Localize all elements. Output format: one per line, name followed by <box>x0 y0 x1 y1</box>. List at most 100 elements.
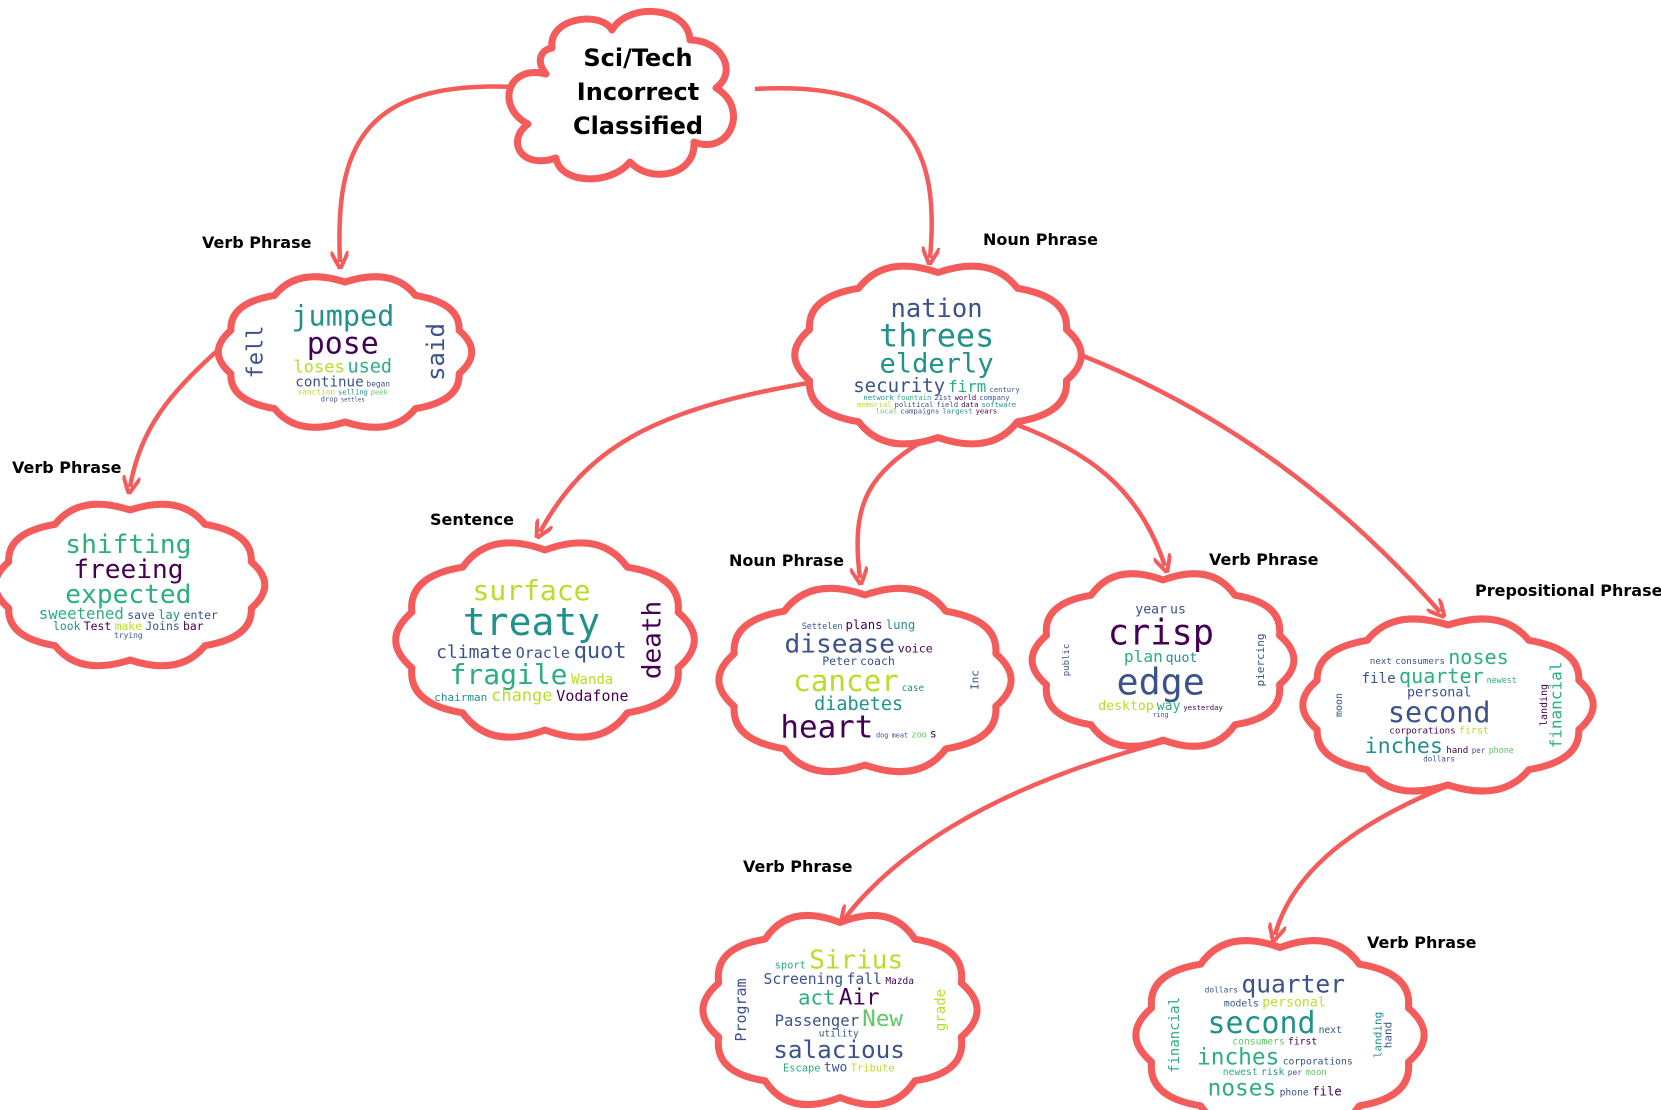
cloud-word: heart <box>780 710 873 746</box>
cloud-word: first <box>1288 1036 1317 1047</box>
cloud-word: inches <box>1197 1045 1279 1071</box>
cloud-word: corporations <box>1389 726 1455 737</box>
cloud-word: New <box>862 1006 903 1032</box>
cloud-word: campaigns <box>900 407 939 416</box>
cloud-word: enter <box>184 608 218 622</box>
cloud-word: crisp <box>1108 613 1214 654</box>
cloud-word: Mazda <box>885 976 914 987</box>
cloud-word: financial <box>1167 997 1183 1073</box>
cloud-word: largest <box>942 407 972 416</box>
cloud-word: fall <box>847 971 882 988</box>
cloud-outline <box>715 584 1015 776</box>
node-labels: Verb Phrase Verb Phrase Noun Phrase Sent… <box>12 230 1661 952</box>
cloud-word: security <box>853 374 945 397</box>
cloud-word: lay <box>158 608 180 622</box>
cloud-word: began <box>367 380 390 389</box>
cloud-word: two <box>824 1061 847 1076</box>
edge-root-to-verb-phrase <box>339 84 516 262</box>
cloud-word: world <box>955 393 977 402</box>
cloud-word: Passenger <box>775 1012 860 1030</box>
cloud-word: per <box>1288 1068 1303 1077</box>
edge-verb-phrase-to-verb-phrase <box>130 348 220 487</box>
cloud-word: quot <box>574 639 627 664</box>
cloud-word: plan <box>1124 647 1163 666</box>
cloud-word: personal <box>1262 995 1326 1010</box>
cloud-word: Test <box>84 619 111 633</box>
cloud-word: dollars <box>1205 986 1238 995</box>
cloud-word: us <box>1170 603 1186 618</box>
label-vp1: Verb Phrase <box>202 233 312 252</box>
cloud-word: political <box>895 400 934 409</box>
cloud-word: quarter <box>1241 970 1345 999</box>
cloud-word: noses <box>1208 1075 1277 1101</box>
edge-noun-phrase-to-prepositional-phrase <box>1059 344 1440 612</box>
cloud-word: jumped <box>291 299 394 332</box>
cloud-word: dog <box>876 732 888 740</box>
cloud-word: next <box>1319 1025 1342 1036</box>
cloud-word: consumers <box>1232 1036 1285 1047</box>
root-cloud: Sci/Tech Incorrect Classified <box>505 8 737 183</box>
cloud-word: utility <box>819 1029 859 1040</box>
cloud-word: company <box>979 393 1010 402</box>
cloud-word: quot <box>1166 651 1198 666</box>
cloud-word: first <box>1459 726 1489 737</box>
cloud-word: cancer <box>793 664 899 698</box>
cloud-word: newest <box>1487 675 1517 685</box>
root-title-line-2: Incorrect <box>577 78 699 106</box>
cloud-outline <box>0 500 269 670</box>
label-vp3: Verb Phrase <box>1209 550 1319 569</box>
cloud-outline <box>1132 937 1428 1110</box>
cloud-word: Vodafone <box>556 687 628 705</box>
cloud-word: voice <box>898 642 933 656</box>
label-np2: Noun Phrase <box>729 551 844 570</box>
cloud-word: look <box>53 619 81 633</box>
label-sentence: Sentence <box>430 510 514 529</box>
cloud-word: field <box>936 400 958 409</box>
cloud-word: file <box>1312 1084 1342 1098</box>
cloud-word: freeing <box>73 555 183 585</box>
cloud-word: financial <box>1547 662 1566 749</box>
edge-noun-phrase-to-noun-phrase <box>858 430 940 578</box>
cloud-word: Tribute <box>851 1063 895 1075</box>
edge-noun-phrase-to-sentence <box>540 380 809 532</box>
cloud-word: plans <box>846 618 883 632</box>
cloud-word: inches <box>1365 734 1443 759</box>
cloud-word: 21st <box>934 393 951 402</box>
cloud-word: firm <box>948 377 986 396</box>
cloud-word: risk <box>1261 1067 1284 1078</box>
cloud-word: yesterday <box>1183 703 1223 712</box>
edge-verb-phrase-to-verb-phrase-lower <box>845 739 1164 918</box>
cloud-word: surface <box>473 574 591 607</box>
cloud-word: landing <box>1372 1012 1385 1058</box>
edge-prepositional-phrase-to-verb-phrase <box>1275 784 1446 935</box>
cloud-word: piercing <box>1254 634 1267 687</box>
cloud-word: noses <box>1448 645 1509 669</box>
label-np1: Noun Phrase <box>983 230 1098 249</box>
root-title-line-3: Classified <box>573 112 703 140</box>
cloud-word: software <box>982 400 1017 409</box>
cloud-outline <box>214 273 476 431</box>
cloud-word: data <box>961 400 978 409</box>
cloud-word: network <box>863 393 894 402</box>
cloud-word: loses <box>293 358 344 378</box>
cloud-word: act <box>798 986 836 1010</box>
cloud-word: continue <box>295 375 363 391</box>
cloud-word: drop <box>321 395 338 404</box>
cloud-word: Settelen <box>802 622 843 632</box>
cloud-word: century <box>990 385 1021 394</box>
cloud-word: landing <box>1539 684 1550 726</box>
cloud-word: expected <box>65 580 191 610</box>
cloud-word: phone <box>1489 745 1514 755</box>
cloud-word: peek <box>371 388 389 397</box>
cloud-word: corporations <box>1283 1057 1353 1068</box>
cloud-word: selling <box>338 388 368 397</box>
cloud-word: dollars <box>1423 755 1455 764</box>
cloud-word: case <box>902 683 925 694</box>
cloud-outline <box>699 912 981 1108</box>
